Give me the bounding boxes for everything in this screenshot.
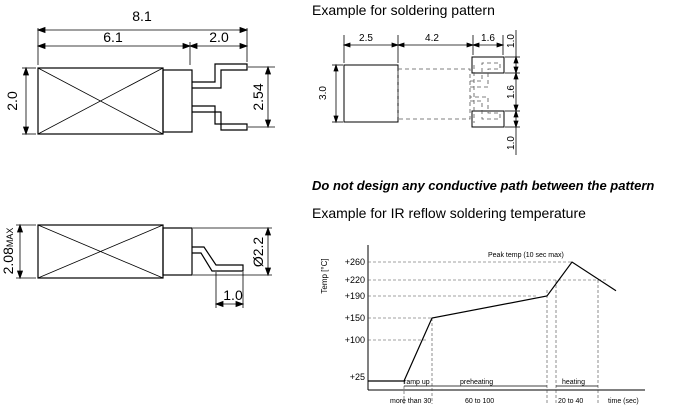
top-view-drawing: 8.1 6.1 2.0 2.0 2.54 — [4, 8, 275, 136]
reflow-heading: Example for IR reflow soldering temperat… — [312, 205, 586, 221]
pad-dim-a: 2.5 — [359, 33, 373, 44]
lead-length-label: 2.0 — [209, 29, 229, 45]
lead-pitch-label: 2.54 — [250, 83, 266, 110]
soldering-pattern-heading: Example for soldering pattern — [312, 2, 495, 18]
pad-right-mid: 1.6 — [506, 85, 517, 99]
pad-dim-b: 4.2 — [425, 33, 439, 44]
pad-height-label: 3.0 — [318, 86, 329, 100]
phase-heating: heating — [562, 379, 585, 386]
y-tick-220: +220 — [345, 275, 365, 285]
x-label-ramp: more than 30 — [390, 398, 431, 405]
lead-foot-label: 1.0 — [223, 287, 243, 303]
phase-preheating: preheating — [460, 379, 493, 386]
pad-pattern-drawing: 2.5 4.2 1.6 3.0 1.0 1.6 1.0 — [318, 30, 520, 155]
reflow-profile-chart: +260 +220 +190 +150 +100 +25 Temp [°C] P… — [320, 245, 645, 405]
peak-label: Peak temp (10 sec max) — [488, 252, 564, 259]
temperature-profile-line — [368, 261, 617, 382]
height-label: 2.0 — [4, 91, 20, 111]
overall-length-label: 8.1 — [132, 8, 152, 24]
y-tick-25: +25 — [350, 372, 365, 382]
pad-dim-c: 1.6 — [481, 33, 495, 44]
y-axis-label: Temp [°C] — [320, 258, 329, 293]
y-tick-150: +150 — [345, 313, 365, 323]
x-label-time-unit: time (sec) — [608, 398, 639, 405]
y-tick-100: +100 — [345, 335, 365, 345]
x-label-heating: 20 to 40 — [558, 398, 583, 405]
warning-note: Do not design any conductive path betwee… — [312, 178, 655, 193]
diameter-label: Ø2.2 — [250, 237, 266, 268]
body-length-label: 6.1 — [103, 29, 123, 45]
y-tick-260: +260 — [345, 257, 365, 267]
max-height-label: 2.08MAX — [0, 228, 16, 275]
side-view-drawing: 2.08MAX Ø2.2 1.0 — [0, 223, 272, 308]
pad-right-bottom: 1.0 — [506, 136, 517, 150]
y-tick-190: +190 — [345, 291, 365, 301]
x-label-preheat: 60 to 100 — [465, 398, 494, 405]
phase-ramp-up: ramp up — [404, 379, 430, 386]
pad-right-top: 1.0 — [506, 34, 517, 48]
